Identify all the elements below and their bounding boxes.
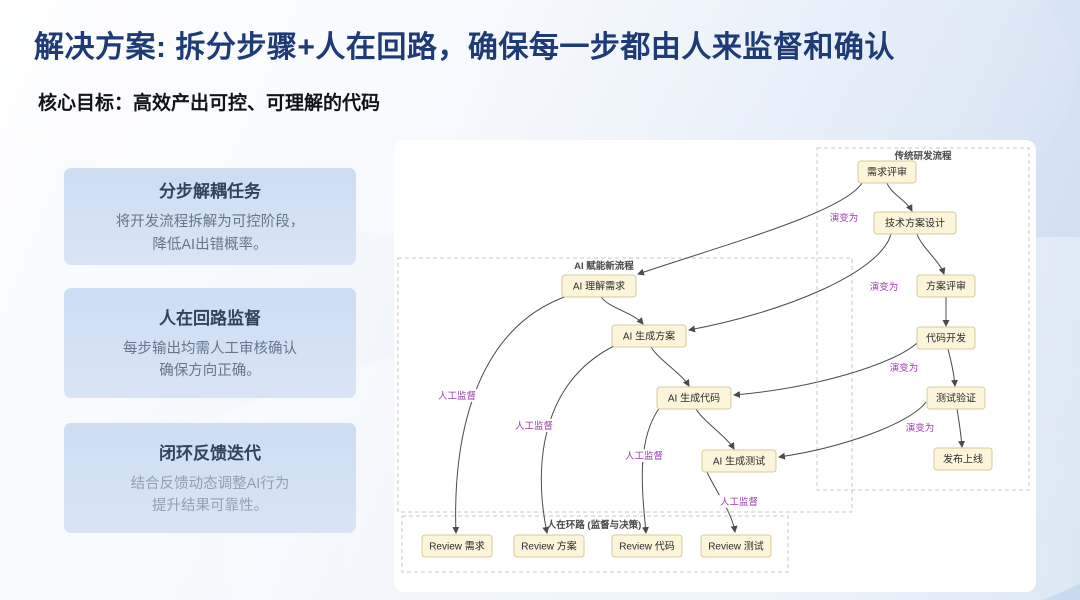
info-card-feedback: 闭环反馈迭代 结合反馈动态调整AI行为 提升结果可靠性。	[64, 423, 356, 533]
node-plan-review: 方案评审	[916, 274, 976, 298]
node-label: 需求评审	[867, 166, 907, 179]
edge-label-text: 演变为	[870, 281, 899, 293]
edge-label-text: 人工监督	[625, 450, 663, 462]
node-box	[916, 326, 976, 350]
group-review-label: 人在环路 (监督与决策)	[547, 519, 641, 531]
edge-ai-plan-to-code	[650, 346, 690, 387]
edge-evolve-requirement	[637, 182, 863, 276]
node-label: 技术方案设计	[885, 217, 945, 230]
edge-label-text: 人工监督	[438, 390, 476, 402]
edge-label-bg	[827, 211, 861, 224]
node-box	[701, 449, 777, 473]
node-box	[611, 534, 683, 558]
node-review-test: Review 测试	[700, 534, 772, 558]
node-box	[421, 534, 493, 558]
node-ai-code: AI 生成代码	[656, 386, 732, 410]
card-title: 闭环反馈迭代	[159, 443, 261, 463]
edge-label-text: 演变为	[890, 362, 919, 374]
node-label: AI 生成测试	[713, 455, 765, 468]
card-title: 人在回路监督	[159, 308, 261, 328]
node-label: Review 方案	[521, 540, 577, 553]
edge-label-text: 人工监督	[720, 496, 758, 508]
node-label: Review 需求	[429, 541, 485, 553]
edge-label-supervise-3: 人工监督	[622, 449, 666, 462]
edge-label-bg	[903, 421, 937, 434]
edge-label-bg	[435, 389, 479, 402]
page-title: 解决方案: 拆分步骤+人在回路，确保每一步都由人来监督和确认	[34, 31, 895, 64]
node-ai-understand: AI 理解需求	[561, 274, 637, 298]
node-release: 发布上线	[933, 447, 993, 471]
edge-label-bg	[887, 361, 921, 374]
edge-supervise-code	[641, 406, 661, 534]
node-label: AI 理解需求	[573, 280, 625, 293]
node-review-req: Review 需求	[421, 534, 493, 558]
node-box	[700, 534, 772, 558]
node-ai-plan: AI 生成方案	[611, 324, 687, 348]
card-title: 分步解耦任务	[159, 182, 261, 202]
flow-diagram: 传统研发流程 AI 赋能新流程 人在环路 (监督与决策)	[397, 147, 1030, 573]
edge-evolve-plan	[688, 233, 892, 333]
node-box	[916, 274, 976, 298]
info-card-human-loop: 人在回路监督 每步输出均需人工审核确认 确保方向正确。	[64, 288, 356, 398]
node-box	[933, 447, 993, 471]
edge-req-to-design	[886, 182, 913, 212]
group-review-box	[401, 515, 789, 573]
card-body: 将开发流程拆解为可控阶段， 降低AI出错概率。	[115, 214, 305, 253]
node-label: 发布上线	[943, 453, 983, 466]
node-test-verify: 测试验证	[926, 386, 986, 410]
node-label: 方案评审	[926, 280, 966, 293]
edge-label-evolve-3: 演变为	[887, 361, 921, 374]
card-body: 结合反馈动态调整AI行为 提升结果可靠性。	[130, 475, 290, 514]
node-ai-test: AI 生成测试	[701, 449, 777, 473]
edge-label-supervise-4: 人工监督	[717, 495, 761, 508]
edge-label-bg	[867, 280, 901, 293]
edge-evolve-test	[778, 401, 927, 460]
edge-label-evolve-2: 演变为	[867, 280, 901, 293]
node-box	[857, 160, 917, 184]
edge-label-supervise-1: 人工监督	[435, 389, 479, 402]
edge-supervise-plan	[540, 344, 617, 534]
node-review-code: Review 代码	[611, 534, 683, 558]
card-body: 每步输出均需人工审核确认 确保方向正确。	[123, 340, 297, 379]
node-box	[561, 274, 637, 298]
info-card-decouple: 分步解耦任务 将开发流程拆解为可控阶段， 降低AI出错概率。	[64, 168, 356, 265]
node-box	[513, 534, 585, 558]
node-review-plan: Review 方案	[513, 534, 585, 558]
edge-label-text: 人工监督	[515, 420, 553, 432]
edge-label-supervise-2: 人工监督	[512, 419, 556, 432]
edge-design-to-planreview	[916, 233, 946, 275]
edge-label-bg	[512, 419, 556, 432]
group-ai-label: AI 赋能新流程	[574, 260, 634, 272]
node-tech-design: 技术方案设计	[873, 211, 957, 235]
node-code-dev: 代码开发	[916, 326, 976, 350]
node-box	[873, 211, 957, 235]
edge-test-to-release	[956, 408, 966, 448]
node-label: Review 代码	[619, 541, 675, 553]
edge-label-evolve-1: 演变为	[827, 211, 861, 224]
node-box	[656, 386, 732, 410]
group-traditional-label: 传统研发流程	[893, 150, 952, 162]
edge-label-text: 演变为	[906, 422, 935, 434]
page-subtitle: 核心目标：高效产出可控、可理解的代码	[38, 93, 381, 114]
node-label: 测试验证	[936, 392, 976, 405]
edge-label-bg	[717, 495, 761, 508]
node-label: Review 测试	[708, 540, 764, 553]
edge-label-evolve-4: 演变为	[903, 421, 937, 434]
node-label: AI 生成方案	[623, 330, 675, 343]
edge-label-text: 演变为	[830, 212, 859, 224]
node-box	[926, 386, 986, 410]
edge-code-to-test	[947, 348, 959, 387]
group-traditional-box	[816, 147, 1030, 491]
node-box	[611, 324, 687, 348]
edge-evolve-code	[733, 342, 918, 398]
group-ai-box	[397, 257, 853, 513]
flow-diagram-panel: 传统研发流程 AI 赋能新流程 人在环路 (监督与决策)	[394, 140, 1036, 592]
edge-label-bg	[622, 449, 666, 462]
edge-ai-code-to-test	[695, 408, 735, 450]
edge-ai-understand-to-plan	[600, 296, 644, 325]
node-label: 代码开发	[926, 332, 966, 345]
node-requirement-review: 需求评审	[857, 160, 917, 184]
edge-supervise-req	[452, 294, 571, 534]
node-label: AI 生成代码	[668, 392, 720, 405]
